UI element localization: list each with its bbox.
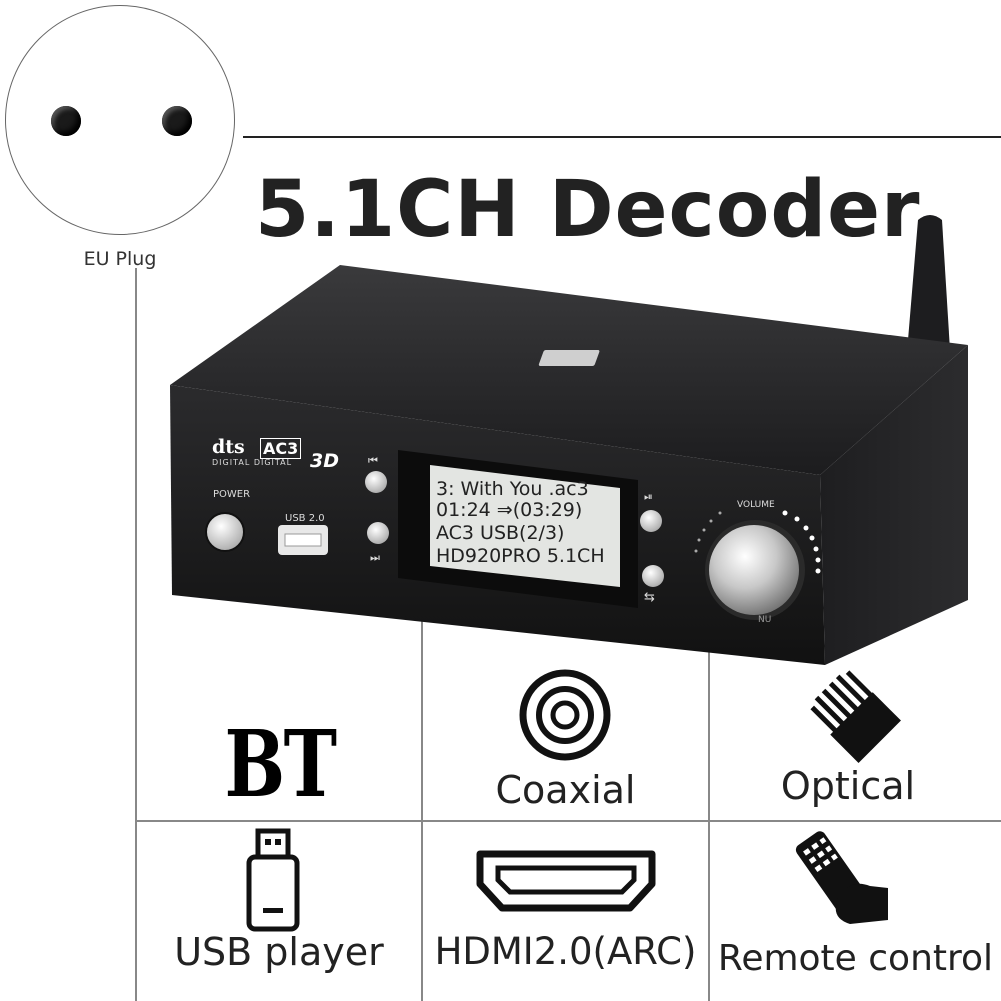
volume-label: VOLUME [737,500,775,510]
optical-icon [810,670,901,763]
bt-label: BT [224,710,338,818]
coaxial-icon [519,669,611,761]
plug-pin-left [51,106,81,136]
usb-player-label: USB player [174,930,384,974]
plug-label: EU Plug [83,248,157,270]
lcd-line-2: 01:24 ⇒(03:29) [436,499,583,521]
digital-logo-text: DIGITAL DIGITAL [212,458,293,467]
menu-label: NU [758,615,772,625]
usb-port-label: USB 2.0 [285,513,325,524]
coaxial-label: Coaxial [495,768,636,812]
plug-pin-right [162,106,192,136]
next-track-icon: ⏭ [370,551,380,564]
lcd-line-4: HD920PRO 5.1CH [436,545,605,567]
3d-logo: 3D [310,450,339,472]
hdmi-label: HDMI2.0(ARC) [434,930,697,973]
eu-plug-icon [5,5,235,235]
remote-control-icon [795,831,888,924]
hdmi-port-icon [476,850,656,912]
remote-control-label: Remote control [717,938,994,979]
lcd-line-1: 3: With You .ac3 [436,478,589,500]
ac3-logo: AC3 [260,438,302,459]
page-title: 5.1CH Decoder [255,165,921,255]
grid-middle-line [135,820,1001,822]
lcd-line-3: AC3 USB(2/3) [436,522,565,544]
optical-label: Optical [780,764,916,808]
frame-left-line [135,268,137,1001]
input-switch-icon: ⇆ [644,590,655,605]
power-label: POWER [213,489,251,500]
previous-track-icon: ⏮ [368,454,378,467]
frame-top-line [243,136,1001,138]
grid-col-divider-1 [421,620,423,1001]
usb-drive-icon [246,828,300,932]
decoder-device-illustration [170,215,968,665]
play-pause-icon: ⏯ [644,490,653,503]
dts-logo: dts [212,436,245,458]
grid-col-divider-2 [708,650,710,1001]
